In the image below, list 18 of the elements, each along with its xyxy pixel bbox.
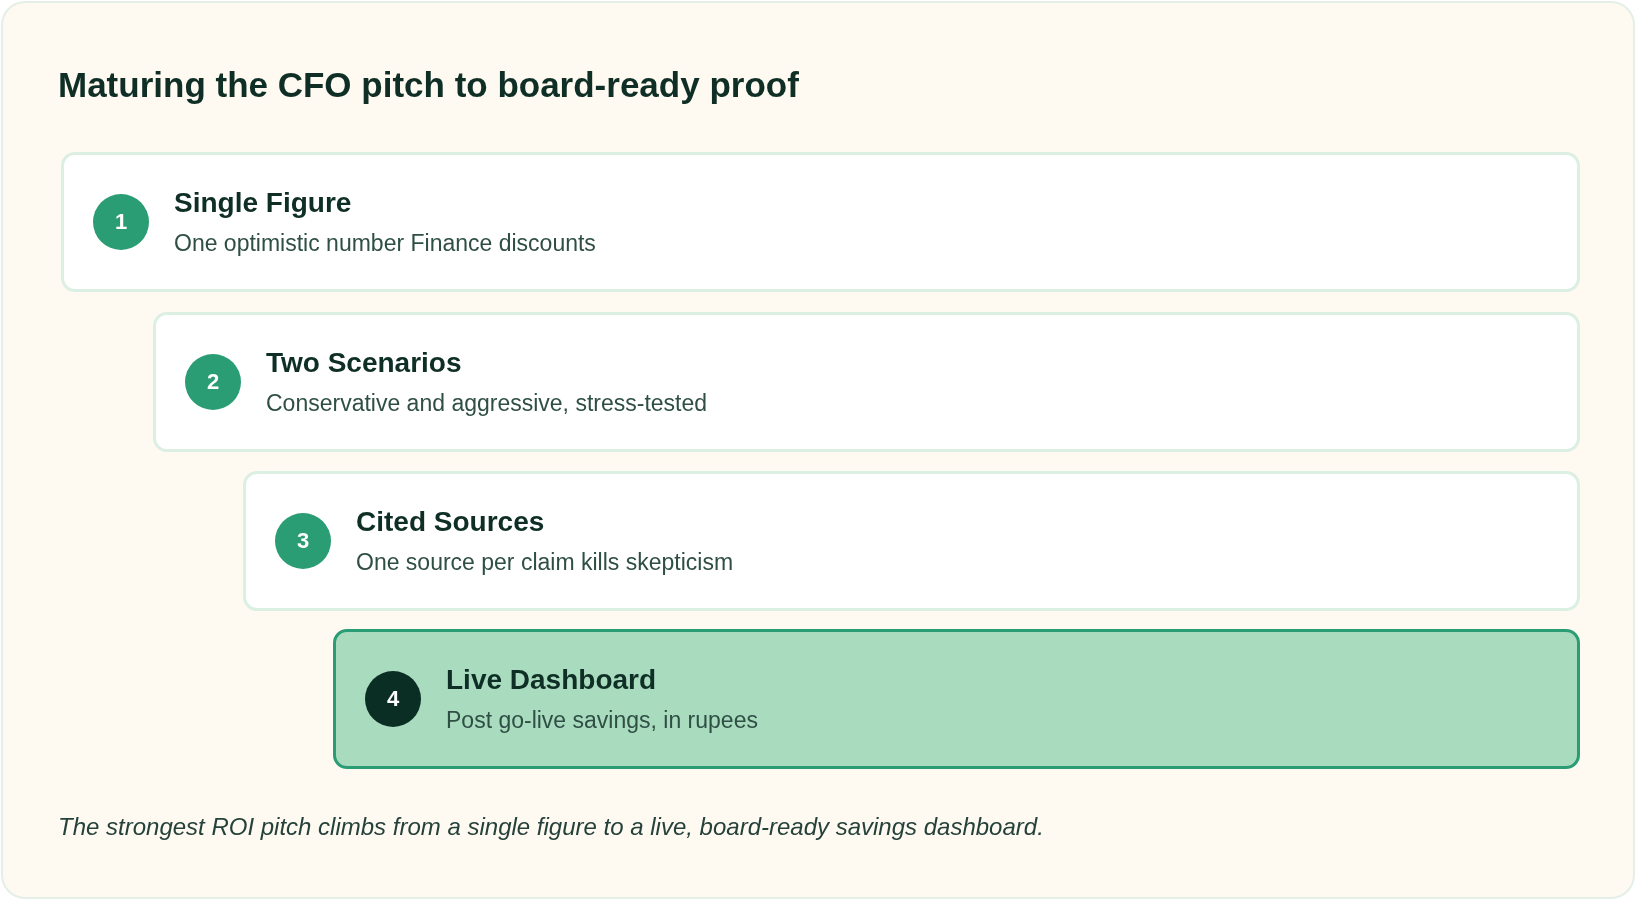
step-number: 2 <box>185 354 241 410</box>
step-description: One optimistic number Finance discounts <box>174 229 596 257</box>
step-title: Two Scenarios <box>266 346 462 380</box>
step-card <box>61 152 1580 292</box>
step-description: Post go-live savings, in rupees <box>446 706 758 734</box>
step-number: 4 <box>365 671 421 727</box>
step-card <box>333 629 1580 769</box>
step-number: 1 <box>93 194 149 250</box>
step-title: Live Dashboard <box>446 663 657 697</box>
step-description: Conservative and aggressive, stress-tested <box>266 389 708 417</box>
step-card <box>153 312 1580 452</box>
step-title: Cited Sources <box>356 505 545 539</box>
step-card <box>243 471 1580 611</box>
step-title: Single Figure <box>174 186 352 220</box>
step-number: 3 <box>275 513 331 569</box>
caption: The strongest ROI pitch climbs from a single figure to a live, board-ready savings dashboard. <box>58 812 1044 842</box>
step-description: One source per claim kills skepticism <box>356 548 734 576</box>
diagram-title: Maturing the CFO pitch to board-ready proof <box>58 64 799 106</box>
